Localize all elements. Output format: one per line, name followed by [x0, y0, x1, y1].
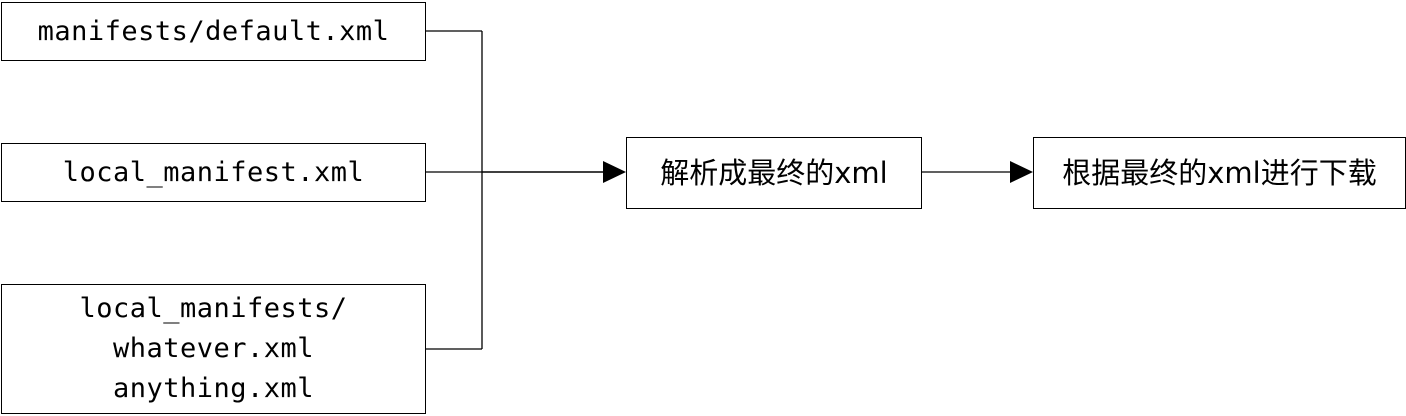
process-label-download: 根据最终的xml进行下载	[1062, 156, 1377, 190]
source-node-local-manifest: local_manifest.xml	[1, 143, 426, 202]
arrowhead-to-download	[1010, 161, 1033, 183]
process-node-parse: 解析成最终的xml	[626, 137, 922, 209]
source-label-local-manifests-dir: local_manifests/	[79, 293, 348, 324]
process-node-download: 根据最终的xml进行下载	[1033, 137, 1406, 209]
arrowhead-to-parse	[603, 161, 626, 183]
source-node-default-manifest: manifests/default.xml	[1, 2, 426, 61]
source-node-local-manifests-dir: local_manifests/ whatever.xml anything.x…	[1, 284, 426, 414]
process-label-parse: 解析成最终的xml	[660, 156, 888, 190]
source-label-local-manifest: local_manifest.xml	[62, 156, 365, 188]
source-label-default-manifest: manifests/default.xml	[37, 15, 390, 47]
source-label-whatever: whatever.xml	[112, 333, 315, 364]
source-label-anything: anything.xml	[112, 373, 315, 404]
